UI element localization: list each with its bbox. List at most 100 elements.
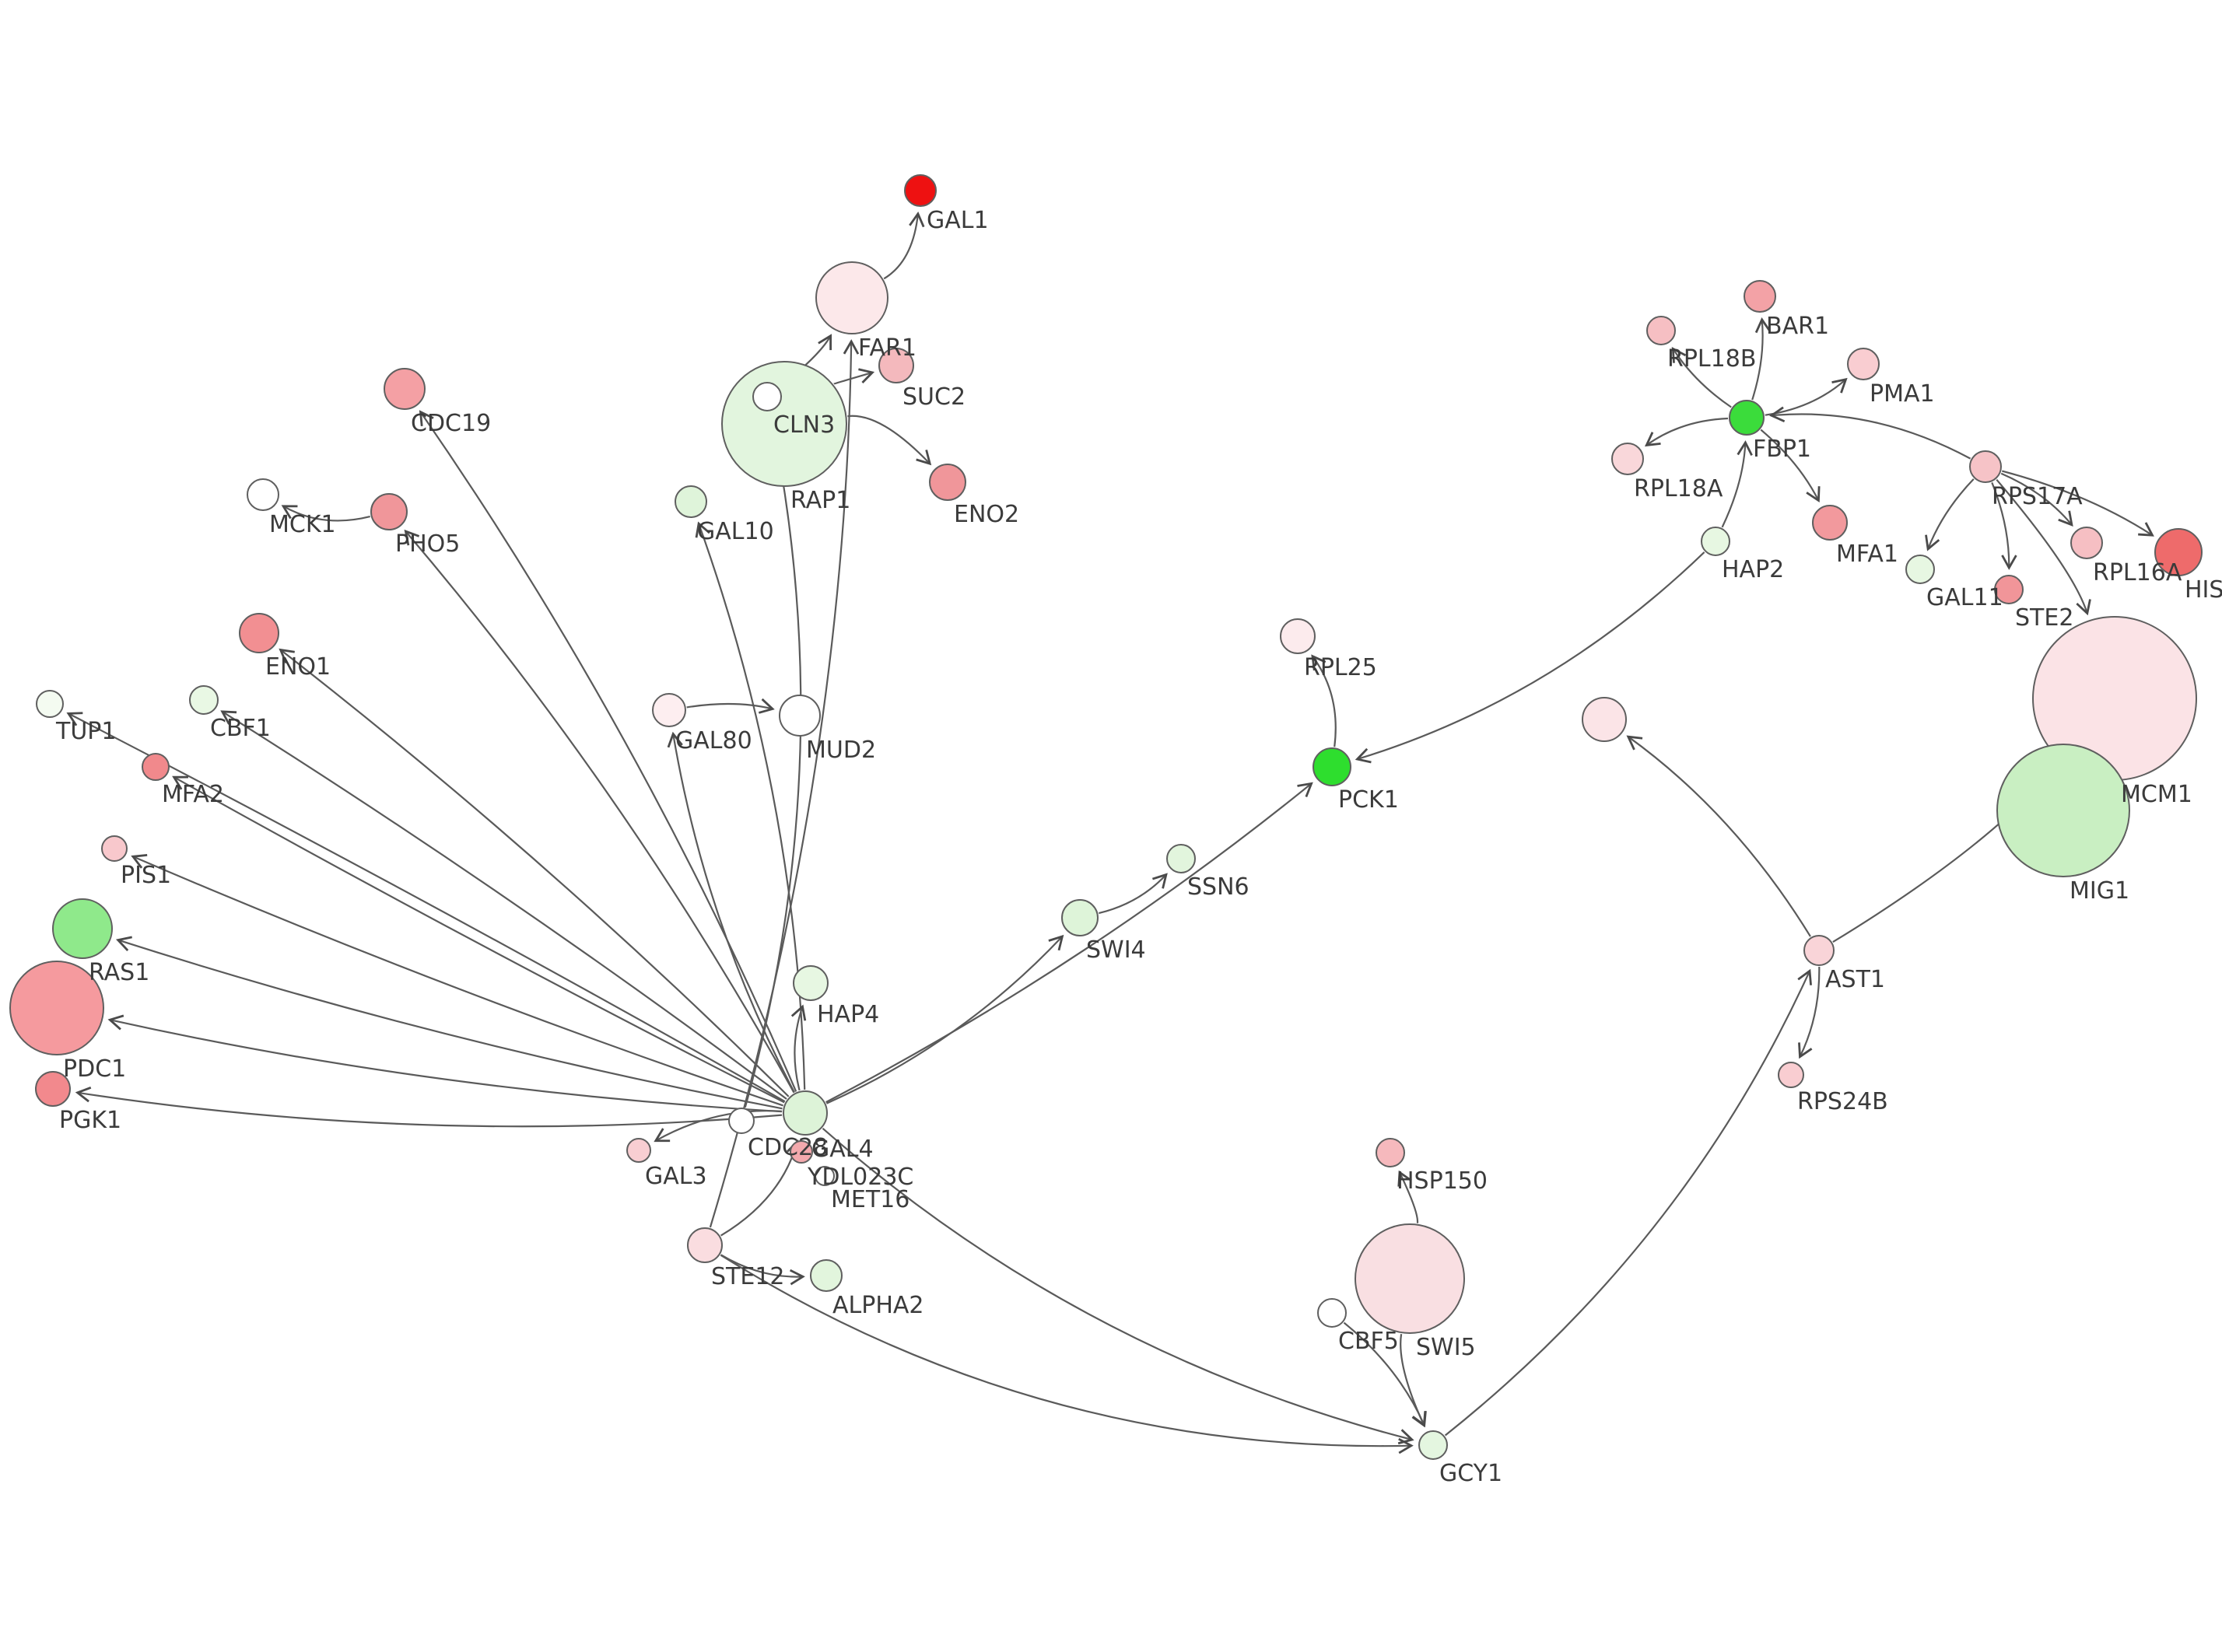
node-label-GAL80: GAL80 — [675, 727, 752, 754]
node-MFA2[interactable] — [142, 753, 170, 781]
node-RPL25[interactable] — [1280, 618, 1316, 654]
node-YDL023C[interactable] — [790, 1140, 813, 1164]
node-HSP150[interactable] — [1376, 1138, 1405, 1167]
node-PHO5[interactable] — [370, 493, 408, 530]
node-FAR1[interactable] — [815, 261, 888, 334]
node-SUC2[interactable] — [878, 348, 914, 383]
edge-HAP2-FBP1 — [1721, 440, 1753, 528]
node-MET16[interactable] — [815, 1166, 835, 1186]
node-STE2[interactable] — [1994, 575, 2024, 604]
node-label-MFA2: MFA2 — [162, 781, 224, 808]
node-label-PGK1: PGK1 — [59, 1107, 121, 1134]
node-label-STE2: STE2 — [2015, 604, 2073, 632]
node-PGK1[interactable] — [35, 1071, 71, 1107]
node-GAL10[interactable] — [675, 485, 707, 518]
node-label-GAL4: GAL4 — [811, 1136, 874, 1163]
node-label-MFA1: MFA1 — [1836, 541, 1898, 568]
edge-AST1-UNNAMED — [1626, 735, 1811, 937]
edge-FBP1-RPL18B — [1671, 347, 1732, 408]
node-STE12[interactable] — [687, 1227, 723, 1263]
edge-SWI5-HSP150 — [1397, 1170, 1419, 1223]
node-RPL18A[interactable] — [1611, 443, 1644, 475]
node-label-CBF1: CBF1 — [210, 715, 271, 742]
node-CBF5[interactable] — [1317, 1298, 1347, 1328]
nodes-layer — [9, 174, 2203, 1460]
node-PCK1[interactable] — [1313, 747, 1351, 786]
node-GAL1[interactable] — [904, 174, 937, 207]
edge-GAL4-MFA2 — [172, 775, 785, 1104]
node-label-MCK1: MCK1 — [269, 511, 336, 538]
node-label-RPL25: RPL25 — [1304, 654, 1377, 681]
edge-STE12-GCY1 — [720, 1254, 1414, 1454]
node-label-MUD2: MUD2 — [806, 737, 876, 764]
node-RPS24B[interactable] — [1778, 1062, 1804, 1088]
node-GAL3[interactable] — [626, 1138, 651, 1163]
node-MFA1[interactable] — [1812, 505, 1848, 541]
node-PMA1[interactable] — [1847, 348, 1880, 380]
node-RPL18B[interactable] — [1646, 316, 1676, 345]
node-label-RPL18A: RPL18A — [1634, 475, 1723, 502]
edge-RAP1-ENO2 — [847, 415, 932, 466]
node-GAL11[interactable] — [1905, 555, 1935, 584]
node-label-RAS1: RAS1 — [89, 959, 149, 986]
node-label-RPL16A: RPL16A — [2093, 559, 2182, 586]
node-UNNAMED[interactable] — [1582, 697, 1627, 742]
node-SWI4[interactable] — [1061, 899, 1099, 936]
node-GAL80[interactable] — [652, 693, 686, 727]
edge-RPS17A-MCM1 — [1996, 478, 2091, 616]
node-MIG1[interactable] — [1996, 744, 2130, 877]
node-RAS1[interactable] — [52, 898, 113, 959]
edge-GAL4-PCK1 — [825, 782, 1313, 1104]
node-label-MCM1: MCM1 — [2121, 781, 2192, 808]
node-BAR1[interactable] — [1744, 280, 1776, 313]
node-label-RPS17A: RPS17A — [1992, 483, 2083, 510]
node-label-RAP1: RAP1 — [790, 487, 850, 514]
node-label-SWI5: SWI5 — [1416, 1334, 1476, 1361]
node-label-GAL3: GAL3 — [645, 1163, 707, 1190]
node-label-AST1: AST1 — [1825, 966, 1885, 993]
node-FBP1[interactable] — [1729, 400, 1765, 436]
node-TUP1[interactable] — [36, 690, 64, 718]
edge-RPS17A-FBP1 — [1769, 406, 1971, 460]
node-label-PCK1: PCK1 — [1338, 786, 1399, 814]
node-PIS1[interactable] — [101, 835, 128, 862]
edge-PHO5-MCK1 — [281, 505, 370, 522]
edge-GAL80-MUD2 — [686, 698, 775, 714]
node-label-SSN6: SSN6 — [1187, 873, 1249, 901]
node-RPL16A[interactable] — [2070, 527, 2103, 559]
node-GAL4[interactable] — [783, 1090, 828, 1136]
node-SWI5[interactable] — [1355, 1223, 1465, 1334]
edge-FBP1-PMA1 — [1765, 377, 1848, 416]
node-RPS17A[interactable] — [1969, 450, 2002, 483]
node-MCK1[interactable] — [247, 478, 279, 511]
edge-GAL4-TUP1 — [66, 712, 786, 1103]
node-label-ENO2: ENO2 — [954, 501, 1019, 528]
edge-RPS17A-GAL11 — [1925, 478, 1975, 551]
node-MUD2[interactable] — [779, 695, 821, 737]
node-ENO1[interactable] — [239, 613, 279, 653]
node-CBF1[interactable] — [189, 685, 219, 715]
node-AST1[interactable] — [1803, 935, 1835, 966]
edge-GAL4-GAL10 — [695, 521, 806, 1090]
edge-GAL4-CDC19 — [419, 410, 797, 1092]
node-HAP4[interactable] — [793, 965, 829, 1001]
edge-FBP1-MFA1 — [1760, 429, 1821, 503]
node-ALPHA2[interactable] — [810, 1259, 843, 1292]
node-label-YDL023C: YDL023C — [807, 1164, 913, 1191]
node-PDC1[interactable] — [9, 961, 104, 1055]
node-label-PMA1: PMA1 — [1870, 380, 1935, 408]
node-ENO2[interactable] — [929, 464, 966, 501]
node-HAP2[interactable] — [1701, 527, 1730, 556]
node-CDC28[interactable] — [728, 1108, 755, 1134]
node-CLN3[interactable] — [752, 382, 782, 411]
edge-GAL4-PGK1 — [75, 1087, 783, 1128]
edge-GAL4-ENO1 — [279, 648, 790, 1097]
node-HIS4[interactable] — [2154, 528, 2203, 576]
node-SSN6[interactable] — [1166, 844, 1196, 873]
edge-GAL4-GAL80 — [667, 731, 795, 1094]
node-label-SWI4: SWI4 — [1086, 936, 1146, 964]
node-CDC19[interactable] — [384, 368, 426, 410]
node-GCY1[interactable] — [1418, 1430, 1448, 1460]
